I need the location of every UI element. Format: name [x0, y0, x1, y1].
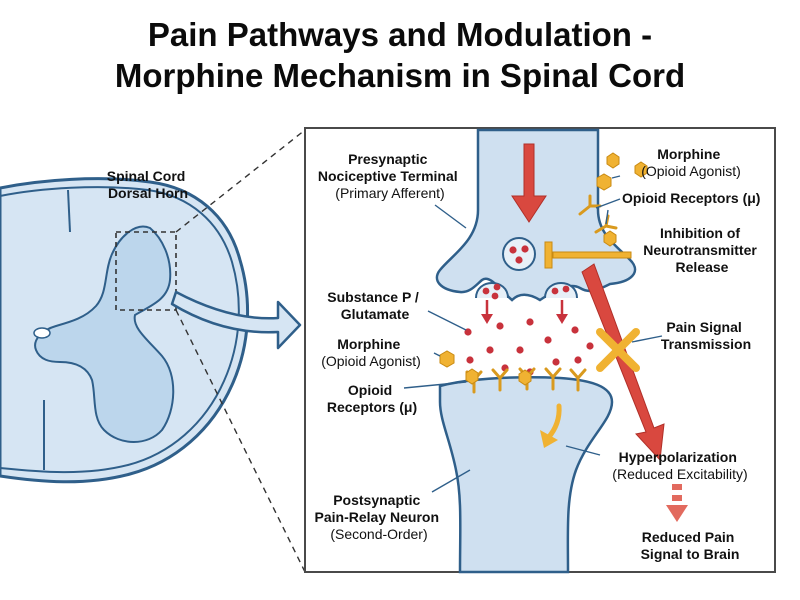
- zoom-line-bottom: [175, 309, 306, 573]
- inhibition-label: Inhibition of Neurotransmitter Release: [643, 225, 760, 275]
- vesicle-interior: [502, 237, 536, 271]
- reduced-pain-label: Reduced Pain Signal to Brain: [641, 529, 740, 562]
- neurotransmitter-cloud: [464, 318, 594, 376]
- morphine-molecule: [596, 173, 612, 191]
- morphine-top-label: Morphine (Opioid Agonist): [641, 146, 741, 179]
- substance-p-label: Substance P / Glutamate: [327, 289, 422, 322]
- spinal-cord-cross-section: [0, 129, 306, 573]
- fusing-vesicle-right: [544, 282, 578, 299]
- zoom-arrow: [170, 290, 302, 350]
- leader-lines: [403, 175, 663, 493]
- pain-signal-label: Pain Signal Transmission: [661, 319, 751, 352]
- morphine-molecule: [606, 152, 620, 169]
- zoom-line-top: [175, 129, 306, 233]
- vesicle-molecule: [521, 245, 529, 253]
- hyperpolarization-label: Hyperpolarization (Reduced Excitability): [612, 449, 747, 482]
- synapse-diagram: [435, 128, 688, 574]
- release-arrow-left-head: [481, 314, 493, 324]
- presynaptic-label: Presynaptic Nociceptive Terminal (Primar…: [318, 151, 462, 201]
- gray-matter-butterfly: [34, 225, 175, 443]
- hyperpolarization-arrow-head: [540, 430, 558, 448]
- vesicle-molecule: [493, 283, 501, 291]
- pain-signal-arrow: [581, 263, 665, 462]
- inhibition-bar: [544, 241, 632, 269]
- opioid-receptors-top-label: Opioid Receptors (μ): [622, 190, 760, 206]
- postsynaptic-label: Postsynaptic Pain-Relay Neuron (Second-O…: [315, 492, 444, 542]
- page-title: Pain Pathways and Modulation - Morphine …: [0, 14, 800, 96]
- postsynaptic-neuron: [438, 376, 614, 574]
- posterior-median-sulcus: [67, 189, 71, 233]
- block-x-icon: [596, 328, 640, 372]
- central-canal: [33, 327, 51, 339]
- vesicle-molecule: [515, 256, 523, 264]
- vesicle-molecule: [491, 292, 499, 300]
- title-line-2: Morphine Mechanism in Spinal Cord: [114, 57, 686, 94]
- vesicle-molecule: [509, 246, 517, 254]
- title-line-1: Pain Pathways and Modulation -: [147, 16, 653, 53]
- action-potential-arrow: [511, 143, 547, 223]
- morphine-molecule: [634, 161, 648, 178]
- vesicle-molecule: [562, 285, 570, 293]
- morphine-molecule: [439, 350, 455, 368]
- reduced-signal-arrow: [666, 484, 688, 522]
- morphine-molecule: [465, 368, 479, 385]
- morphine-molecule: [518, 369, 532, 386]
- opioid-receptors-left-label: Opioid Receptors (μ): [327, 382, 417, 415]
- dorsal-horn-zoom-box: [115, 231, 177, 311]
- vesicle-molecule: [551, 287, 559, 295]
- spinal-cord-label: Spinal Cord Dorsal Horn: [107, 168, 189, 201]
- morphine-molecule: [603, 230, 617, 247]
- morphine-left-label: Morphine (Opioid Agonist): [321, 336, 421, 369]
- release-arrow-right-head: [556, 314, 568, 324]
- vesicle-molecule: [482, 287, 490, 295]
